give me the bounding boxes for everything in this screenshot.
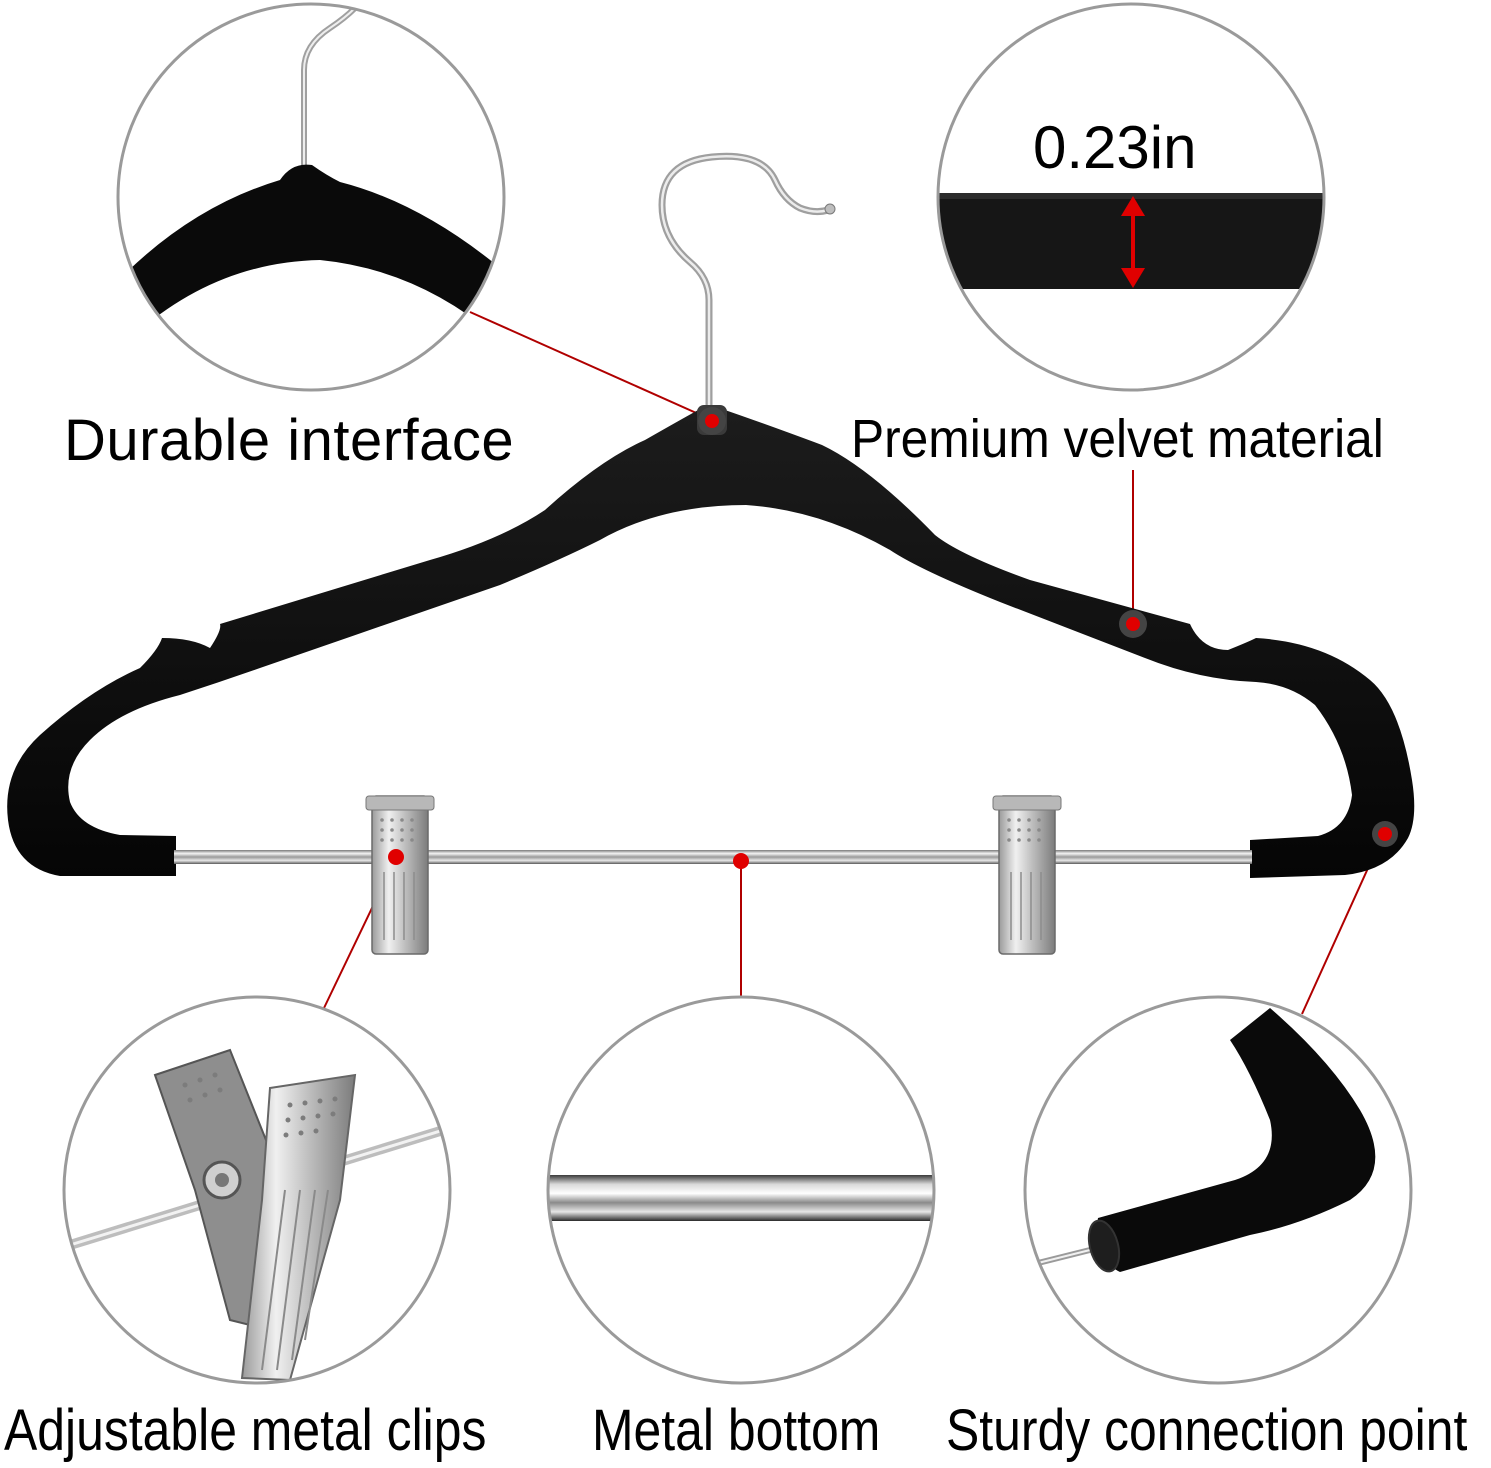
hanger-velvet-body (7, 409, 1415, 878)
label-thickness: 0.23in (1033, 114, 1197, 181)
label-premium-velvet: Premium velvet material (851, 409, 1384, 469)
hanger-rod (174, 850, 1252, 864)
thickness-arrow-icon (1121, 196, 1145, 288)
label-adjustable-clips: Adjustable metal clips (4, 1398, 487, 1463)
detail-circle-durable (116, 2, 506, 392)
detail-circle-clips (62, 995, 452, 1385)
hanger-hook (658, 152, 832, 416)
label-sturdy-connection: Sturdy connection point (946, 1398, 1468, 1463)
marker-clip (388, 849, 404, 865)
label-metal-bottom: Metal bottom (592, 1398, 881, 1463)
detail-circle-sturdy (1023, 995, 1413, 1385)
detail-circle-metal-bottom (546, 995, 936, 1385)
leader-durable (469, 311, 713, 421)
hanger-clip-right (992, 795, 1062, 955)
marker-premium (1119, 610, 1147, 638)
marker-durable (698, 407, 726, 435)
detail-circle-thickness (936, 2, 1326, 392)
marker-sturdy (1372, 821, 1398, 847)
marker-rod (733, 853, 749, 869)
label-durable-interface: Durable interface (64, 408, 515, 473)
marker-dots (388, 407, 1398, 869)
hanger-clip-left (365, 795, 435, 955)
